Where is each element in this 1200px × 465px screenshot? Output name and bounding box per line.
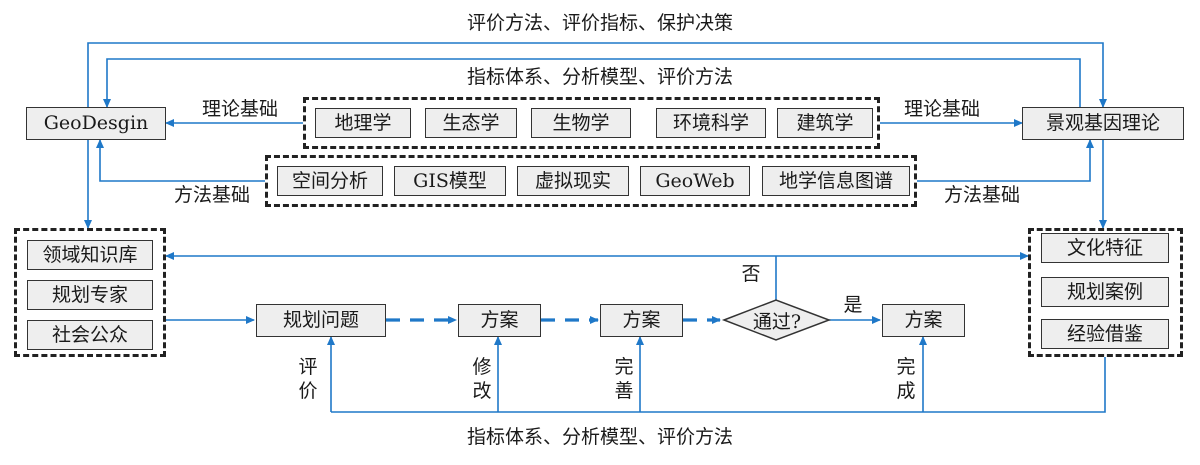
label-evaluate: 评价	[298, 356, 318, 402]
label-theory-left: 理论基础	[201, 97, 278, 120]
method-right-arrow	[917, 139, 1094, 182]
label-complete: 完成	[896, 356, 916, 402]
method-item-geoweb: GeoWeb	[640, 166, 750, 196]
method-group	[265, 155, 917, 207]
theory-item-environmental-science: 环境科学	[656, 108, 766, 138]
planning-problem-box: 规划问题	[256, 304, 386, 337]
knowledge-group	[14, 228, 166, 357]
landscape-gene-box: 景观基因理论	[1022, 107, 1184, 140]
bottom-feedback-line	[331, 357, 1106, 413]
label-no: 否	[741, 262, 761, 285]
theory-group	[303, 97, 880, 149]
label-modify: 修改	[472, 356, 492, 402]
method-item-virtual-reality: 虚拟现实	[517, 166, 629, 196]
plan-box-1: 方案	[458, 304, 541, 337]
label-top-outer: 评价方法、评价指标、保护决策	[466, 11, 733, 34]
label-top-inner: 指标体系、分析模型、评价方法	[466, 65, 733, 88]
decision-diamond	[721, 299, 832, 341]
cultural-features-box: 文化特征	[1041, 233, 1169, 263]
label-yes: 是	[843, 293, 863, 316]
label-method-left: 方法基础	[173, 183, 250, 206]
inner-top-arrow	[103, 58, 1081, 108]
label-improve: 完善	[614, 356, 634, 402]
label-theory-right: 理论基础	[903, 97, 980, 120]
method-item-gis-model: GIS模型	[394, 166, 506, 196]
theory-item-architecture: 建筑学	[777, 108, 873, 138]
method-left-arrow	[96, 139, 265, 182]
method-item-geo-info-atlas: 地学信息图谱	[762, 166, 910, 196]
theory-item-geography: 地理学	[315, 108, 411, 138]
domain-knowledge-base-box: 领域知识库	[27, 240, 153, 270]
plan-box-2: 方案	[600, 304, 683, 337]
label-method-right: 方法基础	[943, 183, 1020, 206]
public-box: 社会公众	[27, 320, 153, 350]
reference-group	[1028, 228, 1183, 357]
method-item-spatial-analysis: 空间分析	[277, 166, 383, 196]
experience-reference-box: 经验借鉴	[1041, 319, 1169, 349]
planning-experts-box: 规划专家	[27, 280, 153, 310]
outer-top-arrow	[87, 42, 1107, 108]
plan-box-final: 方案	[882, 304, 965, 337]
planning-cases-box: 规划案例	[1041, 277, 1169, 307]
theory-item-ecology: 生态学	[425, 108, 517, 138]
label-bottom: 指标体系、分析模型、评价方法	[466, 425, 733, 448]
theory-item-biology: 生物学	[531, 108, 631, 138]
decision-label: 通过?	[752, 310, 802, 333]
geodesign-box: GeoDesgin	[26, 107, 166, 140]
